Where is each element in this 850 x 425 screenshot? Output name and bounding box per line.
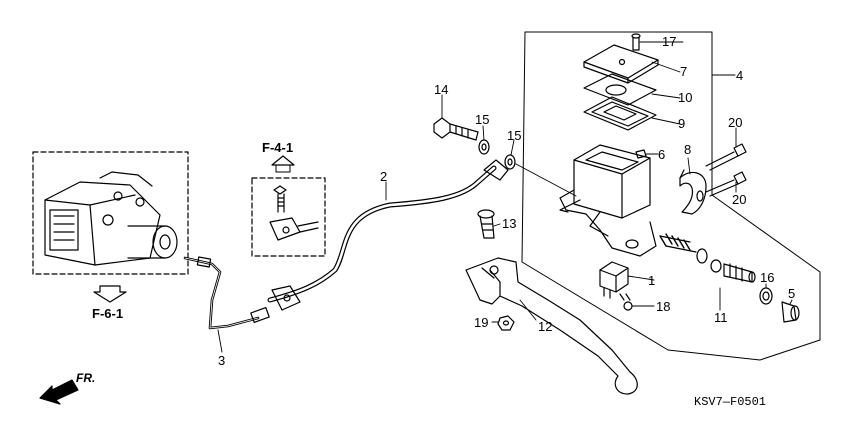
pivot-nut <box>497 315 515 331</box>
sealing-washer-a <box>478 139 490 155</box>
holder-bolt-lower <box>705 171 747 197</box>
callout-6: 6 <box>658 147 665 162</box>
fr-direction-arrow <box>39 379 79 405</box>
reservoir-cap <box>583 44 659 84</box>
lever-pivot-bolt <box>477 209 495 239</box>
callout-20a: 20 <box>728 115 742 130</box>
abs-modulator-group <box>32 151 189 275</box>
leader-lines <box>217 41 793 353</box>
ref-f61: F-6-1 <box>92 306 123 321</box>
callout-20b: 20 <box>732 192 746 207</box>
callout-9: 9 <box>678 116 685 131</box>
cap-screw <box>631 33 641 51</box>
master-cylinder-holder <box>679 169 707 215</box>
callout-4: 4 <box>736 68 743 83</box>
ref-f41: F-4-1 <box>262 140 293 155</box>
piston-spring <box>659 233 697 253</box>
fr-label: FR. <box>76 371 95 385</box>
f41-box-group <box>251 177 326 257</box>
callout-15b: 15 <box>507 128 521 143</box>
callout-7: 7 <box>680 64 687 79</box>
abs-modulator-unit <box>44 171 178 266</box>
f61-arrow <box>93 285 127 303</box>
callout-12: 12 <box>538 319 552 334</box>
callout-19: 19 <box>474 315 488 330</box>
circlip <box>759 287 773 305</box>
master-cylinder-frame <box>521 31 821 361</box>
callout-3: 3 <box>218 353 225 368</box>
callout-2: 2 <box>380 169 387 184</box>
brake-hose <box>267 159 509 311</box>
callout-14: 14 <box>434 82 448 97</box>
callout-1: 1 <box>648 273 655 288</box>
callout-18: 18 <box>656 299 670 314</box>
callout-5: 5 <box>788 286 795 301</box>
master-cylinder-body <box>559 144 657 257</box>
reservoir-plug <box>635 149 647 159</box>
reservoir-plate <box>583 73 657 106</box>
callout-labels: 1 2 3 4 5 6 7 8 9 10 11 12 13 14 15 15 1… <box>76 34 795 409</box>
callout-15a: 15 <box>475 112 489 127</box>
brake-pipe <box>183 256 270 330</box>
piston-boot <box>781 301 800 323</box>
brake-light-switch <box>599 261 629 299</box>
brake-lever <box>465 257 638 395</box>
callout-17: 17 <box>662 34 676 49</box>
figure-code: KSV7—F0501 <box>694 395 766 409</box>
callout-10: 10 <box>678 90 692 105</box>
switch-screw <box>619 293 633 311</box>
piston <box>723 263 756 283</box>
callout-11: 11 <box>714 310 728 325</box>
piston-washer <box>710 259 722 273</box>
f41-arrow <box>271 155 295 173</box>
sealing-washer-b <box>504 154 516 170</box>
f41-box <box>251 177 326 257</box>
reservoir-diaphragm <box>583 96 657 131</box>
banjo-bolt <box>433 117 479 141</box>
callout-16: 16 <box>760 270 774 285</box>
leader-cylinder <box>515 163 577 197</box>
abs-modulator-box <box>32 151 189 275</box>
callout-13: 13 <box>502 216 516 231</box>
holder-bolt-upper <box>705 143 747 171</box>
piston-cup <box>696 248 708 264</box>
callout-8: 8 <box>684 142 691 157</box>
